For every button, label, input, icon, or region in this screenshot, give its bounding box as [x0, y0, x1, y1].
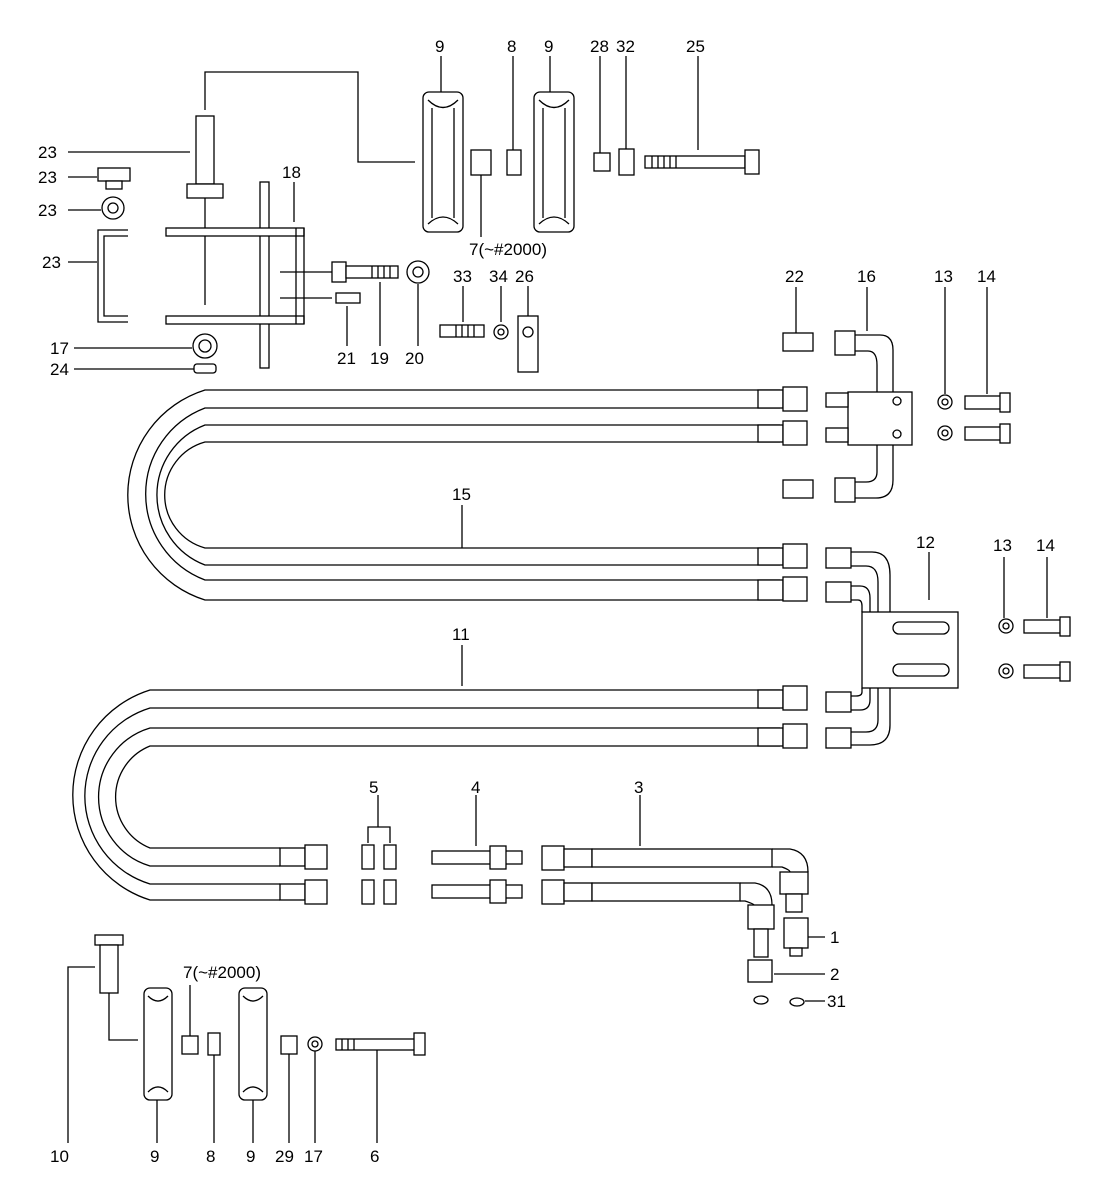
callout-23: 23 [42, 253, 61, 272]
callout-8: 8 [507, 37, 516, 56]
callout-23: 23 [38, 201, 57, 220]
callout-1: 1 [830, 928, 839, 947]
hose-15 [127, 386, 808, 602]
callout-25: 25 [686, 37, 705, 56]
callout-labels: 9 8 9 28 32 25 7(~#2000) 23 23 23 23 18 … [38, 37, 1055, 1166]
callout-22: 22 [785, 267, 804, 286]
callout-24: 24 [50, 360, 69, 379]
fittings-group [361, 826, 809, 1007]
manifold-16 [782, 330, 913, 503]
leader-lines [67, 56, 1048, 1143]
callout-9: 9 [150, 1147, 159, 1166]
callout-7: 7(~#2000) [183, 963, 261, 982]
callout-28: 28 [590, 37, 609, 56]
callout-18: 18 [282, 163, 301, 182]
callout-8: 8 [206, 1147, 215, 1166]
callout-23: 23 [38, 143, 57, 162]
callout-9: 9 [544, 37, 553, 56]
callout-21: 21 [337, 349, 356, 368]
callout-32: 32 [616, 37, 635, 56]
callout-10: 10 [50, 1147, 69, 1166]
callout-31: 31 [827, 992, 846, 1011]
callout-5: 5 [369, 778, 378, 797]
callout-16: 16 [857, 267, 876, 286]
callout-7: 7(~#2000) [469, 240, 547, 259]
callout-6: 6 [370, 1147, 379, 1166]
callout-29: 29 [275, 1147, 294, 1166]
callout-20: 20 [405, 349, 424, 368]
hose-11 [72, 685, 808, 905]
callout-2: 2 [830, 965, 839, 984]
callout-14: 14 [977, 267, 996, 286]
callout-33: 33 [453, 267, 472, 286]
callout-15: 15 [452, 485, 471, 504]
callout-3: 3 [634, 778, 643, 797]
callout-13: 13 [993, 536, 1012, 555]
lower-pulley-assembly [94, 934, 426, 1101]
callout-17: 17 [304, 1147, 323, 1166]
callout-12: 12 [916, 533, 935, 552]
bracket-12 [825, 547, 1071, 749]
callout-17: 17 [50, 339, 69, 358]
callout-13: 13 [934, 267, 953, 286]
callout-14: 14 [1036, 536, 1055, 555]
callout-26: 26 [515, 267, 534, 286]
callout-9: 9 [435, 37, 444, 56]
callout-4: 4 [471, 778, 480, 797]
callout-34: 34 [489, 267, 508, 286]
washer-bolt-13-14-upper [937, 392, 1011, 444]
upper-pulley-assembly [97, 71, 760, 374]
callout-23: 23 [38, 168, 57, 187]
callout-11: 11 [452, 625, 470, 644]
callout-19: 19 [370, 349, 389, 368]
callout-9: 9 [246, 1147, 255, 1166]
